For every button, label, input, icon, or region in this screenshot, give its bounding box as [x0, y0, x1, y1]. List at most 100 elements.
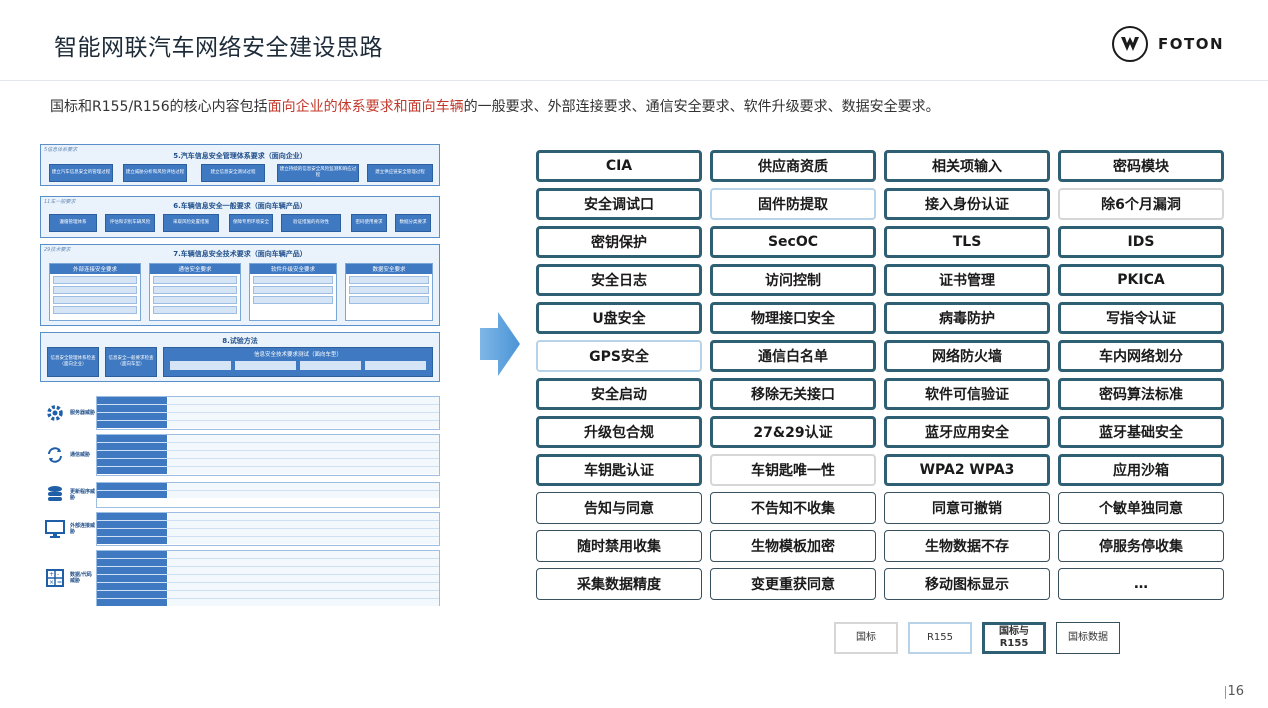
- block-7-sub-software-update: 软件升级安全要求: [249, 263, 337, 321]
- requirement-box: …: [1058, 568, 1224, 600]
- requirement-box: TLS: [884, 226, 1050, 258]
- intro-highlight: 面向企业的体系要求和面向车辆: [267, 99, 464, 115]
- requirement-box: 车内网络划分: [1058, 340, 1224, 372]
- block-6-tag: 11车一般要求: [44, 199, 76, 205]
- intro-prefix: 国标和R155/R156的核心内容包括: [50, 99, 268, 115]
- monitor-icon: [40, 512, 70, 546]
- requirement-box: 27&29认证: [710, 416, 876, 448]
- block-7-title: 7.车辆信息安全技术要求（面向车辆产品）: [173, 250, 307, 258]
- block-7-sub-external: 外部连接安全要求: [49, 263, 141, 321]
- block-8-test-methods: 8.试验方法 信息安全管理体系检查（面向企业） 信息安全一般要求检查（面向车型）…: [40, 332, 440, 382]
- foton-logo: FOTON: [1112, 26, 1224, 62]
- requirement-box: 个敏单独同意: [1058, 492, 1224, 524]
- requirement-box: 随时禁用收集: [536, 530, 702, 562]
- threat-table: [96, 550, 440, 606]
- threat-table: [96, 434, 440, 476]
- requirement-box: U盘安全: [536, 302, 702, 334]
- requirement-box: 车钥匙认证: [536, 454, 702, 486]
- requirement-box: 病毒防护: [884, 302, 1050, 334]
- block-7-tag: 29技术要求: [44, 247, 71, 253]
- requirement-box: WPA2 WPA3: [884, 454, 1050, 486]
- block-8-sub-title: 信息安全技术要求测试（面向车型）: [253, 352, 342, 358]
- block-6-cell: 密码使用要求: [351, 214, 387, 232]
- svg-text:+: +: [49, 571, 54, 578]
- requirement-box: PKICA: [1058, 264, 1224, 296]
- intro-text: 国标和R155/R156的核心内容包括面向企业的体系要求和面向车辆的一般要求、外…: [50, 96, 940, 116]
- threat-row-server: 服务器威胁: [40, 396, 440, 430]
- database-icon: [40, 482, 70, 508]
- requirement-box: 停服务停收集: [1058, 530, 1224, 562]
- block-8-tech-tests: 信息安全技术要求测试（面向车型）: [163, 347, 433, 377]
- requirement-box: 物理接口安全: [710, 302, 876, 334]
- block-6-general-requirements: 11车一般要求 6.车辆信息安全一般要求（面向车辆产品） 遵循管理体系 评估和识…: [40, 196, 440, 238]
- requirement-box: 固件防提取: [710, 188, 876, 220]
- threat-table: [96, 512, 440, 546]
- gear-icon: [40, 396, 70, 430]
- requirement-box: SecOC: [710, 226, 876, 258]
- block-7-technical-requirements: 29技术要求 7.车辆信息安全技术要求（面向车辆产品） 外部连接安全要求 通信安…: [40, 244, 440, 326]
- block-6-cell: 保障专用环境安全: [229, 214, 273, 232]
- requirement-box: 变更重获同意: [710, 568, 876, 600]
- requirement-box: 移除无关接口: [710, 378, 876, 410]
- requirement-box: 软件可信验证: [884, 378, 1050, 410]
- block-5-cell: 建立威胁分析和风险评估过程: [123, 164, 187, 182]
- block-5-cell: 建立供应链安全管理过程: [367, 164, 433, 182]
- requirement-box: 访问控制: [710, 264, 876, 296]
- requirement-box: 生物模板加密: [710, 530, 876, 562]
- requirement-box: 蓝牙应用安全: [884, 416, 1050, 448]
- requirement-box: 密码算法标准: [1058, 378, 1224, 410]
- threat-row-external: 外部连接威胁: [40, 512, 440, 546]
- foton-logo-icon: [1112, 26, 1148, 62]
- page-title: 智能网联汽车网络安全建设思路: [54, 35, 383, 61]
- requirement-box: GPS安全: [536, 340, 702, 372]
- block-5-cell: 建立汽车信息安全的管理过程: [49, 164, 113, 182]
- threat-label: 更新程序威胁: [70, 489, 96, 501]
- requirement-box: 不告知不收集: [710, 492, 876, 524]
- legend-item-data: 国标数据: [1056, 622, 1120, 654]
- requirement-box: 应用沙箱: [1058, 454, 1224, 486]
- logo-text: FOTON: [1158, 35, 1225, 53]
- block-6-cell: 遵循管理体系: [49, 214, 97, 232]
- sub-head: 软件升级安全要求: [250, 264, 336, 274]
- standard-structure-diagram: 5信息体系要求 5.汽车信息安全管理体系要求（面向企业） 建立汽车信息安全的管理…: [40, 144, 440, 614]
- right-arrow-icon: [480, 312, 520, 380]
- requirement-box: 生物数据不存: [884, 530, 1050, 562]
- requirement-box: 密码模块: [1058, 150, 1224, 182]
- svg-text:=: =: [57, 579, 62, 586]
- requirement-box: 写指令认证: [1058, 302, 1224, 334]
- block-8-cell: 信息安全管理体系检查（面向企业）: [47, 347, 99, 377]
- requirement-box: 车钥匙唯一性: [710, 454, 876, 486]
- intro-suffix: 的一般要求、外部连接要求、通信安全要求、软件升级要求、数据安全要求。: [463, 99, 940, 115]
- threat-table: [96, 482, 440, 508]
- block-5-title: 5.汽车信息安全管理体系要求（面向企业）: [173, 152, 307, 160]
- requirement-box: 升级包合规: [536, 416, 702, 448]
- requirement-box: 接入身份认证: [884, 188, 1050, 220]
- requirement-box: 告知与同意: [536, 492, 702, 524]
- page-number-divider: [1225, 686, 1226, 699]
- page-number: 16: [1227, 684, 1244, 699]
- requirement-box: 密钥保护: [536, 226, 702, 258]
- requirement-box: IDS: [1058, 226, 1224, 258]
- svg-text:×: ×: [49, 579, 54, 586]
- block-5-cell: 建立信息安全测试过程: [201, 164, 265, 182]
- threat-label: 数据/代码威胁: [70, 572, 92, 584]
- threat-label: 服务器威胁: [70, 410, 96, 416]
- requirement-box: 同意可撤销: [884, 492, 1050, 524]
- requirement-box: 蓝牙基础安全: [1058, 416, 1224, 448]
- requirement-box: 安全启动: [536, 378, 702, 410]
- requirement-box: 移动图标显示: [884, 568, 1050, 600]
- requirement-box: 安全日志: [536, 264, 702, 296]
- block-6-cell: 采取风险处置措施: [163, 214, 219, 232]
- block-8-title: 8.试验方法: [222, 337, 258, 345]
- sub-head: 通信安全要求: [150, 264, 240, 274]
- requirement-box: 除6个月漏洞: [1058, 188, 1224, 220]
- block-6-cell: 验证措施的有效性: [281, 214, 341, 232]
- sub-head: 数据安全要求: [346, 264, 432, 274]
- threat-row-data-code: +-×= 数据/代码威胁: [40, 550, 440, 606]
- sub-head: 外部连接安全要求: [50, 264, 140, 274]
- threat-table: [96, 396, 440, 430]
- block-5-management-system: 5信息体系要求 5.汽车信息安全管理体系要求（面向企业） 建立汽车信息安全的管理…: [40, 144, 440, 186]
